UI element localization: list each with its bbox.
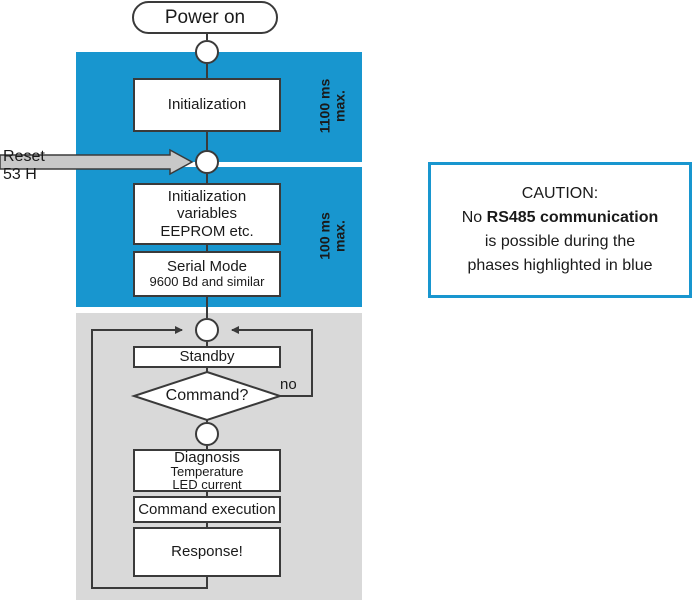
caution-title: CAUTION: [521,185,599,202]
no-branch-label: no [280,376,297,394]
command-decision-label: Command? [134,386,280,406]
power-on-terminal: Power on [132,1,278,34]
init-variables-line3: EEPROM etc. [160,222,254,240]
connector-circle-1 [195,40,219,64]
standby-box: Standby [133,346,281,368]
serial-mode-line1: Serial Mode [166,257,248,275]
diagnosis-line2: Temperature [170,464,244,479]
reset-label-line2: 53 H [3,166,37,184]
no-branch-text: no [280,376,297,393]
phase-2-max: max. [332,220,348,252]
caution-line1: No RS485 communication [462,206,659,230]
caution-line3: phases highlighted in blue [467,257,653,274]
reset-label-line1: Reset [3,148,45,165]
standby-label: Standby [179,348,235,366]
power-on-label: Power on [164,6,246,28]
response-box: Response! [133,527,281,577]
command-execution-label: Command execution [138,500,276,518]
connector-circle-2 [195,150,219,174]
initialization-box: Initialization [133,78,281,132]
caution-line1-bold: RS485 communication [486,209,659,226]
response-label: Response! [171,543,243,561]
caution-box: CAUTION: No RS485 communication is possi… [428,162,692,298]
init-variables-box: Initialization variables EEPROM etc. [133,183,281,245]
caution-line1-prefix: No [461,209,487,226]
command-execution-box: Command execution [133,496,281,523]
command-decision-diamond [130,370,284,422]
reset-arrow [0,148,194,176]
phase-1-max: max. [332,90,348,122]
serial-mode-line2: 9600 Bd and similar [149,274,265,290]
diagnosis-box: Diagnosis Temperature LED current [133,449,281,492]
connector-circle-4 [195,422,219,446]
init-variables-line2: variables [176,205,238,223]
diagnosis-line1: Diagnosis [174,449,240,466]
diagnosis-line3: LED current [172,477,242,492]
caution-line2: is possible during the [484,233,636,250]
serial-mode-box: Serial Mode 9600 Bd and similar [133,251,281,297]
initialization-label: Initialization [167,96,247,114]
connector-circle-3 [195,318,219,342]
init-variables-line1: Initialization [167,188,247,206]
reset-label: Reset 53 H [3,148,45,185]
phase-1-time: 1100 ms [316,78,333,134]
command-decision-text: Command? [165,387,249,404]
phase-2-time: 100 ms [316,212,333,260]
